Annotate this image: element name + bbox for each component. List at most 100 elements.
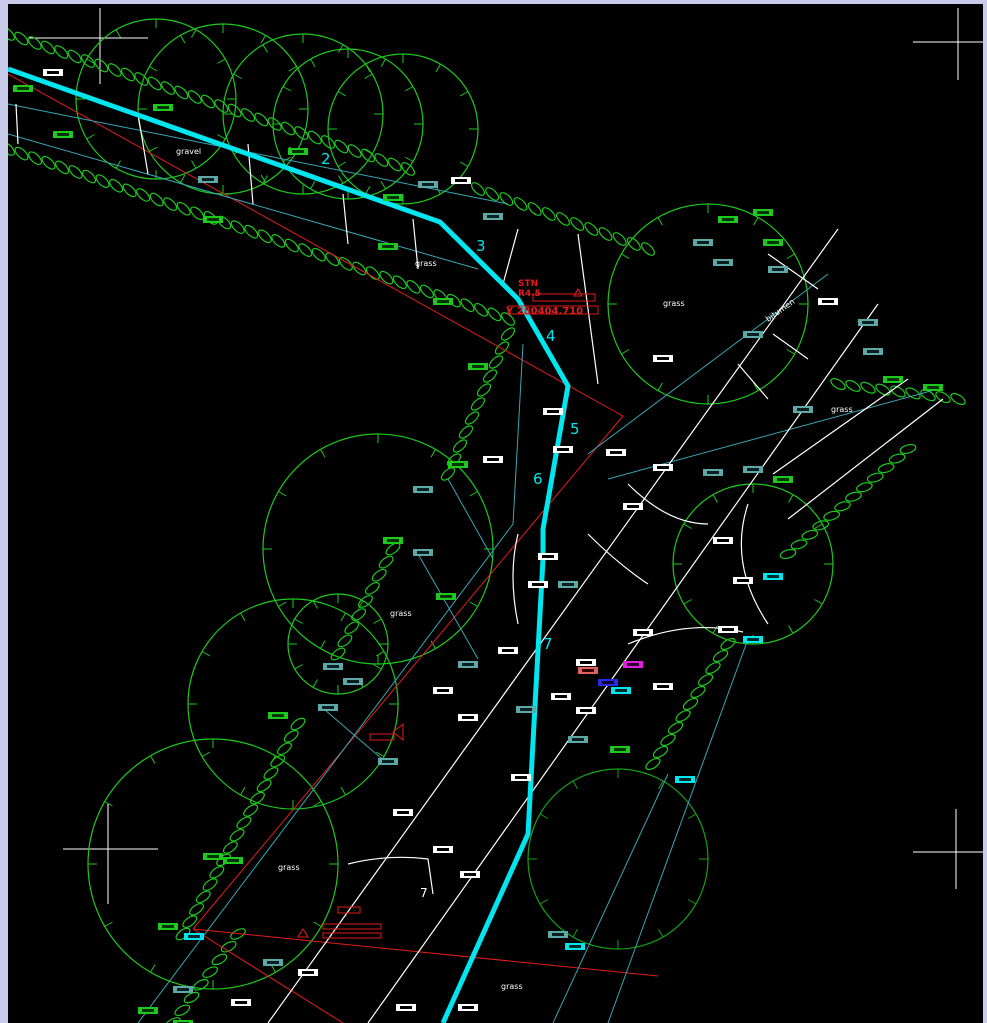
- feature-tag-text: [697, 241, 709, 244]
- feature-tag-text: [487, 458, 499, 461]
- tree-canopy-tick: [180, 174, 186, 183]
- hedge-segment: [176, 201, 191, 216]
- hedge-segment: [344, 621, 360, 635]
- tree-canopy-tick: [469, 601, 478, 607]
- feature-tag-text: [400, 1006, 412, 1009]
- hedge-segment: [8, 27, 16, 41]
- tree-canopy-tick: [373, 618, 382, 624]
- hedge-segment: [856, 482, 873, 493]
- feature-tag-text: [207, 218, 219, 221]
- area-label-gravel: gravel: [176, 147, 201, 156]
- hedge-segment: [360, 148, 376, 163]
- feature-tag-text: [657, 466, 669, 469]
- tree-canopy-tick: [191, 160, 197, 169]
- hedge-segment: [249, 791, 265, 805]
- feature-tag-text: [322, 706, 334, 709]
- tree-canopy-tick: [712, 625, 718, 634]
- feature-tag-text: [47, 71, 59, 74]
- hedge-segment: [845, 379, 861, 392]
- feature-tag-text: [797, 408, 809, 411]
- hedge-segment: [500, 327, 516, 341]
- hedge-segment: [227, 103, 242, 118]
- feature-tag-text: [555, 695, 567, 698]
- tree-canopy-tick: [86, 134, 95, 140]
- feature-tag-text: [347, 680, 359, 683]
- hedge-segment: [513, 197, 528, 211]
- tree-canopy-tick: [430, 449, 436, 458]
- hedge-segment: [160, 81, 176, 95]
- hedge-segment: [263, 767, 279, 780]
- tree-canopy-tick: [572, 780, 578, 790]
- feature-tag-text: [737, 579, 749, 582]
- hedge-segment: [240, 108, 256, 122]
- hedge-segment: [812, 520, 830, 531]
- tree-canopy-tick: [217, 58, 226, 64]
- hedge-segment: [473, 302, 488, 317]
- hedge-segment: [541, 207, 556, 221]
- hedge-segment: [527, 202, 542, 216]
- hedge-segment: [28, 151, 43, 166]
- hedge-segment: [660, 733, 676, 747]
- hedge-segment: [950, 392, 966, 406]
- feature-tag: [173, 1020, 193, 1023]
- tree-canopy-tick: [404, 156, 414, 162]
- feature-tag-text: [515, 776, 527, 779]
- tree-canopy-tick: [310, 180, 316, 190]
- feature-tag-text: [387, 539, 399, 542]
- cad-drawing-canvas[interactable]: 2 3 4 5 6 7 gravel grass grass grass gra…: [8, 4, 983, 1023]
- hedge-segment: [347, 144, 362, 158]
- hedge-segment: [244, 224, 259, 239]
- tree-canopy-tick: [262, 44, 268, 53]
- hedge-segment: [68, 165, 83, 179]
- tree-canopy-tick: [240, 612, 246, 622]
- tree-canopy-tick: [217, 134, 226, 140]
- hedge-segment: [55, 160, 70, 175]
- feature-tag-text: [927, 386, 939, 389]
- feature-tag-text: [387, 196, 399, 199]
- area-label-grass-6: grass: [501, 982, 523, 991]
- tree-canopy-tick: [621, 253, 630, 259]
- hedge-segment: [283, 730, 299, 743]
- tree-canopies: [75, 18, 834, 990]
- feature-tag-text: [417, 488, 429, 491]
- segment-number-4: 4: [546, 327, 556, 345]
- tree-canopy-tick: [115, 29, 121, 38]
- hedge-segment: [440, 467, 456, 481]
- hedge-segment: [899, 443, 917, 455]
- hedge-segment: [830, 377, 846, 391]
- tree-canopy-tick: [621, 349, 630, 355]
- feature-tag-text: [552, 933, 564, 936]
- hedge-segment: [257, 229, 272, 244]
- tree-canopy-tick: [104, 801, 113, 807]
- feature-tag-text: [437, 689, 449, 692]
- hedge-segment: [334, 139, 349, 154]
- hedge-segment: [298, 243, 313, 257]
- tree-canopy-tick: [191, 29, 197, 38]
- hedge-segment: [598, 227, 613, 241]
- hedge-segment: [464, 411, 480, 425]
- hedge-segment: [222, 841, 238, 854]
- hedge-segment: [385, 542, 401, 556]
- feature-tag-text: [627, 505, 639, 508]
- hedge-segment: [488, 355, 504, 369]
- feature-tag-text: [747, 638, 759, 641]
- hedge-segment: [267, 117, 282, 131]
- hedge-segment: [149, 192, 164, 207]
- hedge-segment: [790, 539, 808, 550]
- segment-number-5: 5: [570, 420, 580, 438]
- feature-tag-text: [767, 241, 779, 244]
- feature-tag-text: [462, 663, 474, 666]
- tree-canopy-tick: [115, 160, 121, 169]
- hedge-segment: [165, 1017, 181, 1023]
- hedge-segment: [27, 36, 42, 50]
- hedge-segment: [163, 197, 178, 211]
- hedge-segment: [374, 153, 389, 167]
- hedge-segment: [920, 389, 936, 402]
- hedge-segment: [183, 991, 200, 1004]
- hedge-segment: [54, 45, 69, 59]
- hedge-segment: [458, 425, 474, 439]
- feature-tag-text: [157, 106, 169, 109]
- tree-canopy-tick: [294, 664, 303, 670]
- feature-tag-text: [822, 300, 834, 303]
